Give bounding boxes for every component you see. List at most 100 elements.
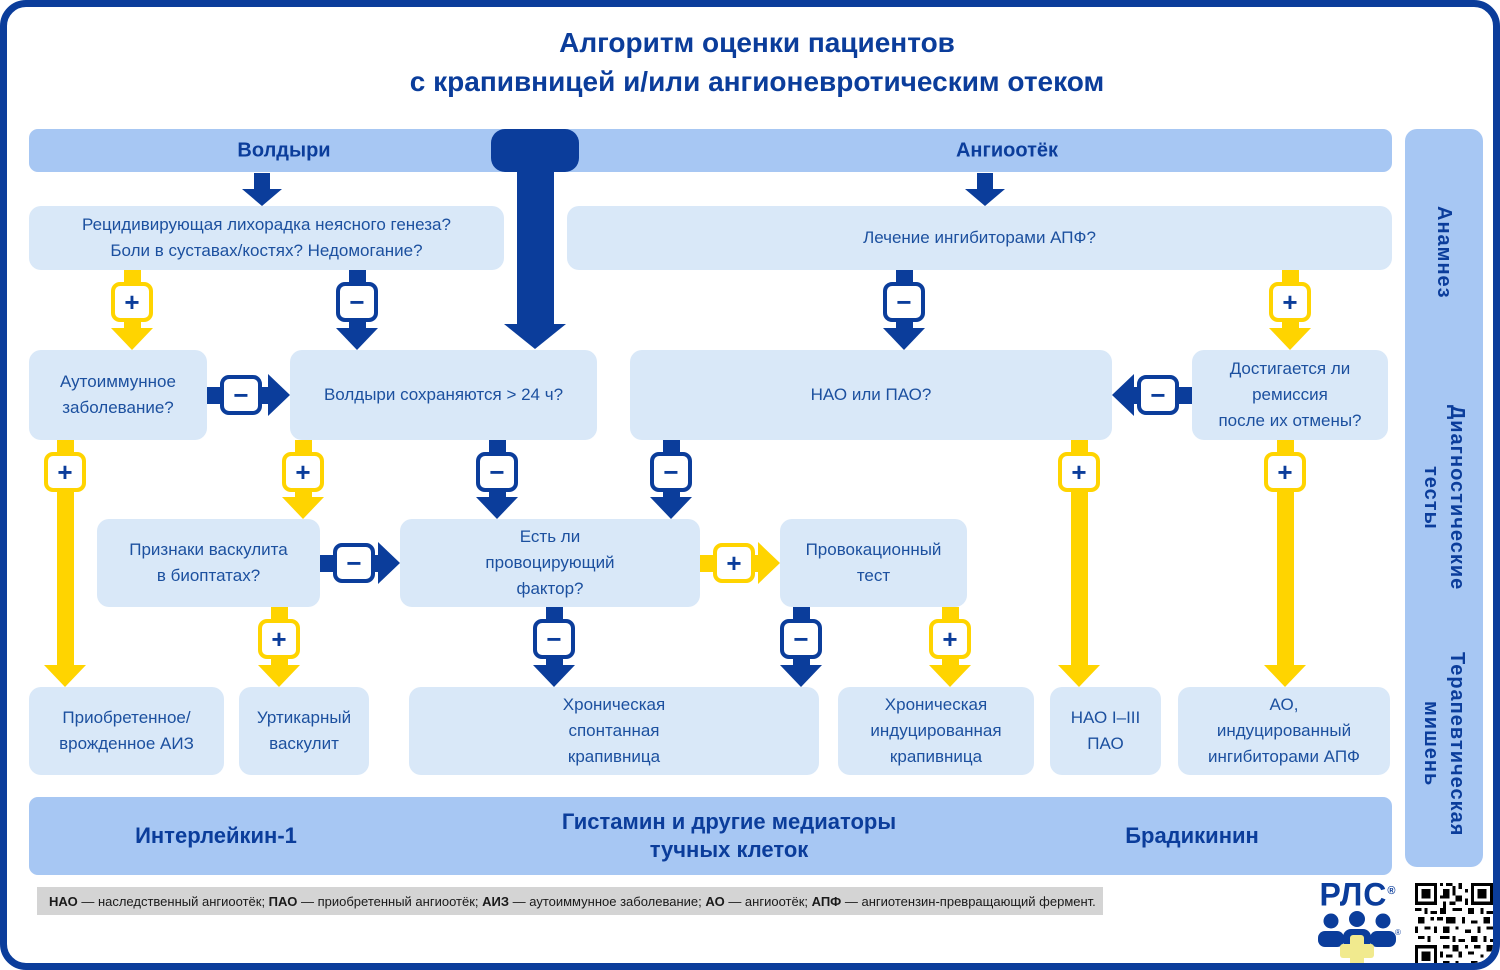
plus-badge: + bbox=[111, 282, 153, 322]
sidebar-label-anamnesis: Анамнез bbox=[1433, 205, 1455, 299]
minus-badge: − bbox=[336, 282, 378, 322]
plus-badge: + bbox=[929, 619, 971, 659]
arrow-angioedema-down-icon bbox=[963, 173, 1007, 206]
legend-abbr: АИЗ bbox=[482, 893, 510, 909]
connector-trigger-plus-right: + bbox=[700, 537, 780, 589]
connector-provocation-minus: − bbox=[775, 607, 827, 687]
sidebar-label-therapeutic-target: Терапевтическая мишень bbox=[1420, 651, 1468, 837]
bottom-band: Интерлейкин-1 Гистамин и другие медиатор… bbox=[29, 797, 1392, 875]
sidebar-section-diagnostic-tests: Диагностические тесты bbox=[1405, 375, 1483, 621]
sidebar-section-anamnesis: Анамнез bbox=[1405, 129, 1483, 375]
legend-text: — приобретенный ангиоотёк; bbox=[297, 893, 483, 909]
connector-wheals-minus: − bbox=[471, 440, 523, 519]
minus-badge: − bbox=[1137, 375, 1179, 415]
arrow-down-icon bbox=[476, 497, 518, 519]
sidebar-label-diagnostic-tests: Диагностические тесты bbox=[1420, 405, 1468, 591]
minus-badge: − bbox=[780, 619, 822, 659]
legend-abbr: АПФ bbox=[811, 893, 842, 909]
arrow-down-icon bbox=[336, 328, 378, 350]
band-label-interleukin: Интерлейкин-1 bbox=[135, 823, 297, 848]
title-line-1: Алгоритм оценки пациентов bbox=[559, 27, 955, 58]
abbreviations-legend: НАО — наследственный ангиоотёк; ПАО — пр… bbox=[37, 887, 1103, 915]
connector-hae-minus: − bbox=[645, 440, 697, 519]
central-connector-pill bbox=[491, 129, 579, 172]
plus-badge: + bbox=[713, 543, 755, 583]
arrow-down-icon bbox=[780, 665, 822, 687]
central-arrow-stem bbox=[517, 167, 554, 325]
connector-remission-plus-long: + bbox=[1259, 440, 1311, 687]
minus-badge: − bbox=[650, 452, 692, 492]
connector-fever-minus: − bbox=[331, 270, 383, 350]
arrow-down-icon bbox=[650, 497, 692, 519]
arrow-down-icon bbox=[1058, 665, 1100, 687]
connector-vasculitis-minus-right: − bbox=[320, 537, 400, 589]
title-line-2: с крапивницей и/или ангионевротическим о… bbox=[409, 66, 1105, 97]
arrow-down-icon bbox=[1269, 328, 1311, 350]
rls-people-icon: ® bbox=[1318, 910, 1401, 963]
sidebar-section-therapeutic-target: Терапевтическая мишень bbox=[1405, 621, 1483, 867]
minus-badge: − bbox=[333, 543, 375, 583]
band-label-histamine: Гистамин и другие медиаторы тучных клето… bbox=[561, 809, 897, 862]
arrow-down-icon bbox=[258, 665, 300, 687]
arrow-down-icon bbox=[929, 665, 971, 687]
page-title: Алгоритм оценки пациентов с крапивницей … bbox=[7, 23, 1493, 101]
box-wheals-persist-24h: Волдыри сохраняются > 24 ч? bbox=[290, 350, 597, 440]
box-ace-inhibitor-treatment: Лечение ингибиторами АПФ? bbox=[567, 206, 1392, 270]
minus-badge: − bbox=[220, 375, 262, 415]
arrow-right-icon bbox=[268, 374, 290, 416]
top-band: Волдыри Ангиоотёк bbox=[29, 129, 1392, 172]
arrow-right-icon bbox=[758, 542, 780, 584]
arrow-down-icon bbox=[1264, 665, 1306, 687]
box-vasculitis-biopsy: Признаки васкулита в биоптатах? bbox=[97, 519, 320, 607]
connector-remission-minus-left: − bbox=[1112, 369, 1192, 421]
legend-text: — аутоиммунное заболевание; bbox=[509, 893, 706, 909]
box-hae-types: НАО I–III ПАО bbox=[1050, 687, 1161, 775]
minus-badge: − bbox=[476, 452, 518, 492]
band-label-bradykinin: Брадикинин bbox=[1125, 823, 1259, 848]
minus-badge: − bbox=[883, 282, 925, 322]
connector-vasculitis-plus: + bbox=[253, 607, 305, 687]
plus-badge: + bbox=[282, 452, 324, 492]
connector-autoimmune-plus-long: + bbox=[39, 440, 91, 687]
plus-badge: + bbox=[1058, 452, 1100, 492]
qr-code bbox=[1415, 883, 1493, 963]
connector-autoimmune-minus-right: − bbox=[207, 369, 290, 421]
box-acquired-congenital-aid: Приобретенное/ врожденное АИЗ bbox=[29, 687, 224, 775]
top-band-label-wheals: Волдыри bbox=[237, 139, 331, 161]
rls-logo: РЛС® ® bbox=[1310, 875, 1406, 963]
arrow-down-icon bbox=[111, 328, 153, 350]
plus-badge: + bbox=[1269, 282, 1311, 322]
right-sidebar: Анамнез Диагностические тесты Терапевтич… bbox=[1405, 129, 1483, 867]
connector-ace-plus: + bbox=[1264, 270, 1316, 350]
arrow-down-icon bbox=[883, 328, 925, 350]
box-chronic-induced-urticaria: Хроническая индуцированная крапивница bbox=[838, 687, 1034, 775]
arrow-right-icon bbox=[378, 542, 400, 584]
top-band-label-angioedema: Ангиоотёк bbox=[955, 139, 1059, 161]
legend-abbr: АО bbox=[705, 893, 725, 909]
rls-logo-text: РЛС® bbox=[1319, 876, 1397, 913]
box-urticarial-vasculitis: Уртикарный васкулит bbox=[239, 687, 369, 775]
connector-provocation-plus: + bbox=[924, 607, 976, 687]
box-provocation-test: Провокационный тест bbox=[780, 519, 967, 607]
box-provoking-factor: Есть ли провоцирующий фактор? bbox=[400, 519, 700, 607]
plus-badge: + bbox=[258, 619, 300, 659]
legend-text: — ангиоотёк; bbox=[724, 893, 812, 909]
box-autoimmune-disease: Аутоиммунное заболевание? bbox=[29, 350, 207, 440]
box-recurrent-fever: Рецидивирующая лихорадка неясного генеза… bbox=[29, 206, 504, 270]
arrow-down-icon bbox=[44, 665, 86, 687]
plus-badge: + bbox=[1264, 452, 1306, 492]
box-remission-after-withdrawal: Достигается ли ремиссия после их отмены? bbox=[1192, 350, 1388, 440]
connector-fever-plus: + bbox=[106, 270, 158, 350]
plus-badge: + bbox=[44, 452, 86, 492]
arrow-down-icon bbox=[282, 497, 324, 519]
arrow-left-icon bbox=[1112, 374, 1134, 416]
connector-ace-minus: − bbox=[878, 270, 930, 350]
central-arrow-head-icon bbox=[504, 324, 566, 349]
connector-trigger-minus: − bbox=[528, 607, 580, 687]
arrow-wheals-down-icon bbox=[240, 173, 284, 206]
registered-mark: ® bbox=[1387, 885, 1397, 897]
box-ace-induced-angioedema: АО, индуцированный ингибиторами АПФ bbox=[1178, 687, 1390, 775]
connector-hae-plus-long: + bbox=[1053, 440, 1105, 687]
arrow-down-icon bbox=[533, 665, 575, 687]
